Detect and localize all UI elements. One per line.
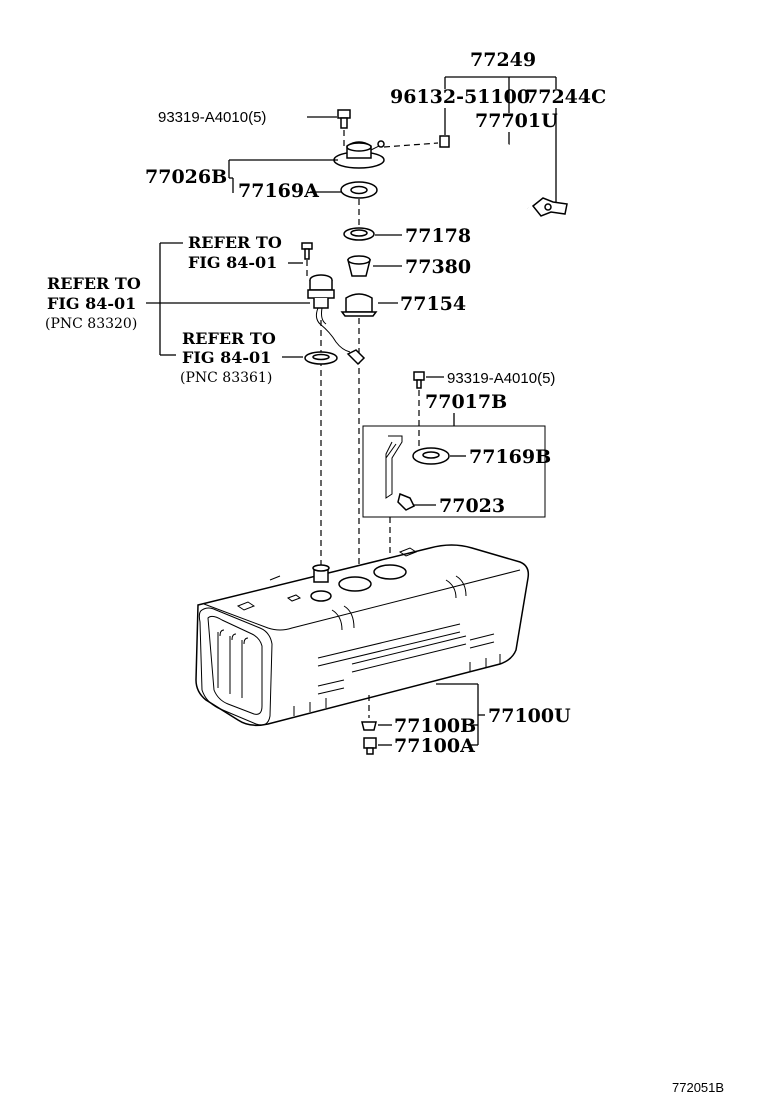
part-label-77100u[interactable]: 77100U [488, 705, 571, 727]
sub-assembly-box [362, 425, 546, 518]
ring-77178: 77178 [343, 225, 471, 247]
part-label-77026b[interactable]: 77026B [145, 166, 227, 188]
refer-block-3: REFER TO FIG 84-01 (PNC 83361) [180, 329, 338, 386]
drain-gasket-77100b: 77100B [361, 715, 476, 737]
label-group-77026b: 77026B 77169A [145, 159, 343, 202]
refer-text-1a[interactable]: REFER TO [188, 233, 282, 252]
part-label-77017b[interactable]: 77017B [425, 391, 507, 413]
label-group-93319-mid: 93319-A4010(5) [413, 370, 555, 389]
part-label-77169b[interactable]: 77169B [469, 446, 551, 468]
part-label-77380[interactable]: 77380 [405, 256, 471, 278]
part-label-77100a[interactable]: 77100A [394, 735, 475, 757]
label-group-77017b: 77017B [362, 391, 546, 518]
part-label-77154[interactable]: 77154 [400, 293, 466, 315]
suction-tube-77017b [385, 435, 403, 499]
hose-77701u [439, 135, 568, 217]
label-group-77100u: 77100U [436, 683, 571, 746]
label-group-93319-top: 93319-A4010(5) [158, 109, 351, 129]
label-group-77249: 77249 96132-51100 77244C 77701U [390, 49, 606, 205]
refer-block-1: REFER TO FIG 84-01 [159, 233, 313, 356]
fuel-pump-assembly [307, 274, 366, 366]
refer-text-3b[interactable]: FIG 84-01 [182, 348, 271, 367]
refer-text-1b[interactable]: FIG 84-01 [188, 253, 277, 272]
sender-gauge-77026b [333, 140, 385, 169]
refer-text-3c[interactable]: (PNC 83361) [180, 370, 272, 386]
refer-text-2c[interactable]: (PNC 83320) [45, 316, 137, 332]
refer-text-3a[interactable]: REFER TO [182, 329, 276, 348]
gasket-77169a [340, 181, 378, 199]
part-label-93319-a4010-mid[interactable]: 93319-A4010(5) [447, 370, 555, 387]
housing-77154: 77154 [340, 293, 466, 317]
part-label-77244c[interactable]: 77244C [525, 86, 606, 108]
part-label-77169a[interactable]: 77169A [238, 180, 319, 202]
fuel-tank-77100u [195, 544, 530, 727]
figure-code: 772051B [672, 1080, 724, 1095]
part-label-77178[interactable]: 77178 [405, 225, 471, 247]
refer-text-2a[interactable]: REFER TO [47, 274, 141, 293]
part-label-77100b[interactable]: 77100B [394, 715, 476, 737]
gasket-77169b: 77169B [412, 446, 551, 468]
part-label-96132-51100[interactable]: 96132-51100 [390, 86, 530, 108]
refer-block-2: REFER TO FIG 84-01 (PNC 83320) [45, 274, 310, 332]
refer-text-2b[interactable]: FIG 84-01 [47, 294, 136, 313]
part-label-93319-a4010-top[interactable]: 93319-A4010(5) [158, 109, 266, 126]
sensor-77023: 77023 [397, 492, 505, 517]
cup-77380: 77380 [347, 255, 471, 278]
drain-plug-77100a: 77100A [363, 735, 475, 757]
part-label-77023[interactable]: 77023 [439, 495, 505, 517]
part-label-77249[interactable]: 77249 [470, 49, 536, 71]
part-label-77701u[interactable]: 77701U [475, 110, 558, 132]
